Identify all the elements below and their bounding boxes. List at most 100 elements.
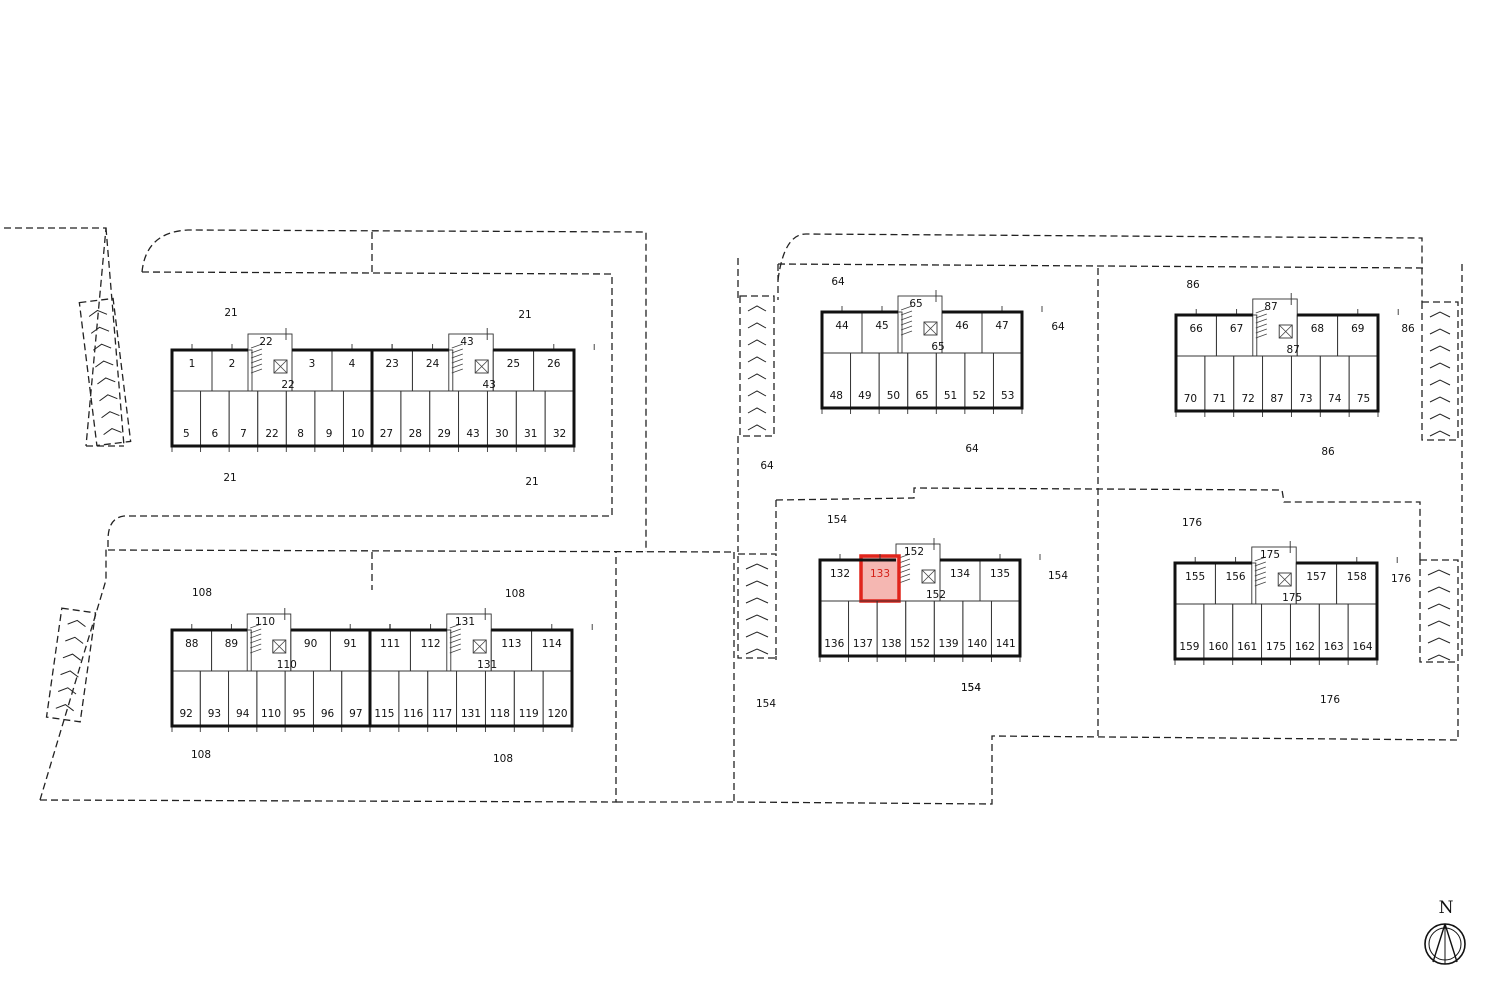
unit-label: 45 — [875, 320, 888, 332]
plot-label: 21 — [223, 472, 236, 484]
unit-label: 131 — [461, 708, 481, 720]
unit-label: 162 — [1295, 641, 1315, 653]
stair-step — [451, 363, 463, 369]
parking-chevron-icon — [747, 390, 767, 397]
unit-cell — [1337, 314, 1379, 357]
unit-label: 75 — [1357, 393, 1370, 405]
stair-step — [1255, 323, 1267, 329]
stair-step — [1254, 556, 1266, 562]
parking-chevron-icon — [88, 309, 108, 317]
parking-chevron-icon — [58, 687, 77, 695]
parking-outline — [1421, 301, 1459, 441]
stair-step — [250, 643, 262, 649]
core-label: 175 — [1282, 592, 1302, 604]
elevator-icon — [272, 639, 287, 654]
unit-label: 23 — [386, 358, 399, 370]
unit-label: 112 — [421, 638, 441, 650]
unit-label: 141 — [996, 638, 1016, 650]
plot-label: 154 — [827, 514, 847, 526]
unit-label: 70 — [1184, 393, 1197, 405]
unit-label: 73 — [1299, 393, 1312, 405]
plot-label: 108 — [493, 753, 513, 765]
stair-step — [449, 633, 461, 639]
plot-label: 21 — [518, 309, 531, 321]
unit-label: 114 — [542, 638, 562, 650]
unit-label: 131 — [455, 616, 475, 628]
plot-label: 86 — [1401, 323, 1415, 335]
stair-step — [451, 353, 463, 359]
unit-cell — [211, 349, 253, 392]
stair-step — [451, 358, 463, 364]
stair-step — [250, 368, 263, 374]
parking-chevron-icon — [1429, 413, 1451, 420]
unit-cell — [979, 559, 1021, 602]
unit-label: 44 — [835, 320, 849, 332]
unit-label: 90 — [304, 638, 317, 650]
unit-label: 158 — [1347, 571, 1367, 583]
core-label: 43 — [483, 379, 496, 391]
unit-cell — [1215, 314, 1258, 357]
stair-step — [1254, 566, 1266, 572]
unit-label: 69 — [1351, 323, 1364, 335]
unit-label: 52 — [972, 390, 985, 402]
unit-label: 32 — [553, 428, 566, 440]
unit-label: 72 — [1241, 393, 1254, 405]
stair-step — [898, 553, 911, 559]
unit-label: 46 — [955, 320, 969, 332]
unit-cell — [941, 311, 983, 354]
unit-label: 26 — [547, 358, 561, 370]
stair-step — [1255, 328, 1267, 334]
unit-label: 135 — [990, 568, 1010, 580]
unit-cell — [409, 629, 452, 672]
parking-areas — [45, 295, 1459, 723]
stair-step — [449, 623, 461, 629]
unit-label: 94 — [236, 708, 250, 720]
parking-lot — [1421, 301, 1459, 441]
unit-label: 110 — [255, 616, 275, 628]
plot-label: 108 — [191, 749, 211, 761]
unit-label: 161 — [1237, 641, 1257, 653]
unit-label: 164 — [1353, 641, 1373, 653]
stair-step — [449, 638, 461, 644]
unit-label: 116 — [403, 708, 423, 720]
elevator-cross — [472, 639, 487, 654]
stair-step — [900, 305, 913, 311]
plot-label: 21 — [224, 307, 237, 319]
parking-chevron-icon — [745, 563, 769, 570]
building-outline — [1174, 313, 1380, 413]
stair-step — [900, 320, 913, 326]
unit-label: 1 — [189, 358, 196, 370]
plot-label: 176 — [1391, 573, 1411, 585]
building-outline — [1173, 561, 1379, 661]
unit-label: 22 — [259, 336, 272, 348]
stair-step — [250, 628, 262, 634]
parking-chevron-icon — [67, 619, 86, 628]
unit-label: 137 — [853, 638, 873, 650]
building-outline — [370, 348, 576, 448]
plot-label: 154 — [756, 698, 776, 710]
stair-step — [250, 648, 262, 654]
parking-lot — [78, 297, 132, 447]
unit-label: 136 — [824, 638, 844, 650]
plot-label: 64 — [1051, 321, 1065, 333]
plot-label: 64 — [965, 443, 979, 455]
unit-label: 66 — [1190, 323, 1204, 335]
unit-label: 49 — [858, 390, 871, 402]
unit-label: 7 — [240, 428, 247, 440]
unit-cell — [821, 311, 863, 354]
elevator-icon — [1278, 324, 1293, 339]
parking-outline — [78, 297, 132, 447]
unit-label: 68 — [1311, 323, 1324, 335]
plot-label: 176 — [1320, 694, 1340, 706]
parking-chevron-icon — [1427, 637, 1451, 644]
stair-step — [1255, 313, 1267, 319]
unit-label: 10 — [351, 428, 364, 440]
parking-chevron-icon — [99, 394, 118, 402]
parking-outline — [737, 553, 777, 659]
stair-step — [449, 628, 461, 634]
parking-chevron-icon — [747, 339, 767, 346]
unit-cell — [371, 349, 413, 392]
